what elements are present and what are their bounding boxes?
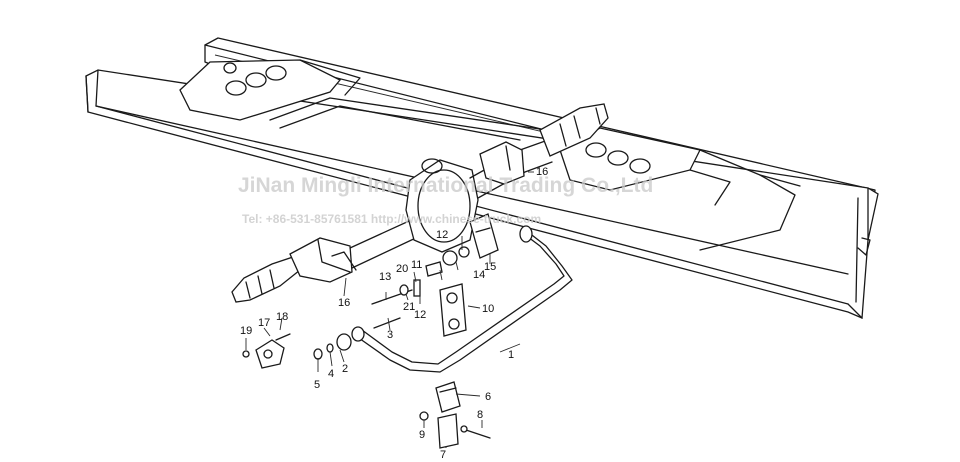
callout-5: 5 xyxy=(314,379,320,391)
rear-axle-assembly xyxy=(231,103,609,303)
callout-2: 2 xyxy=(342,363,348,375)
callout-20: 20 xyxy=(396,263,408,275)
callout-13: 13 xyxy=(379,271,391,283)
callout-6: 6 xyxy=(485,391,491,403)
callout-16-right: 16 xyxy=(536,166,548,178)
callout-16-left: 16 xyxy=(338,297,350,309)
callout-17: 17 xyxy=(258,317,270,329)
mount-plate xyxy=(242,333,291,369)
callout-4: 4 xyxy=(328,368,334,380)
callout-7: 7 xyxy=(440,449,446,461)
stabilizer-bar xyxy=(351,225,573,373)
callout-labels: 1 2 3 4 5 6 7 8 9 10 11 12 12 13 14 15 1… xyxy=(240,166,548,461)
callout-8: 8 xyxy=(477,409,483,421)
link-parts xyxy=(313,213,499,360)
watermark-company: JiNan Mingli International Trading Co.,L… xyxy=(238,174,653,197)
callout-10: 10 xyxy=(482,303,494,315)
callout-1: 1 xyxy=(508,349,514,361)
watermark-contact: Tel: +86-531-85761581 http://www.chinese… xyxy=(242,212,541,226)
callout-14: 14 xyxy=(473,269,485,281)
callout-11: 11 xyxy=(411,259,422,271)
callout-18: 18 xyxy=(276,311,288,323)
lower-clamp xyxy=(419,381,491,449)
callout-3: 3 xyxy=(387,329,393,341)
callout-9: 9 xyxy=(419,429,425,441)
callout-15: 15 xyxy=(484,261,496,273)
callout-19: 19 xyxy=(240,325,252,337)
leader-lines xyxy=(245,171,534,448)
chassis-frame xyxy=(85,37,879,319)
callout-12-upper: 12 xyxy=(436,229,448,241)
callout-12-lower: 12 xyxy=(414,309,426,321)
callout-21: 21 xyxy=(403,301,415,313)
